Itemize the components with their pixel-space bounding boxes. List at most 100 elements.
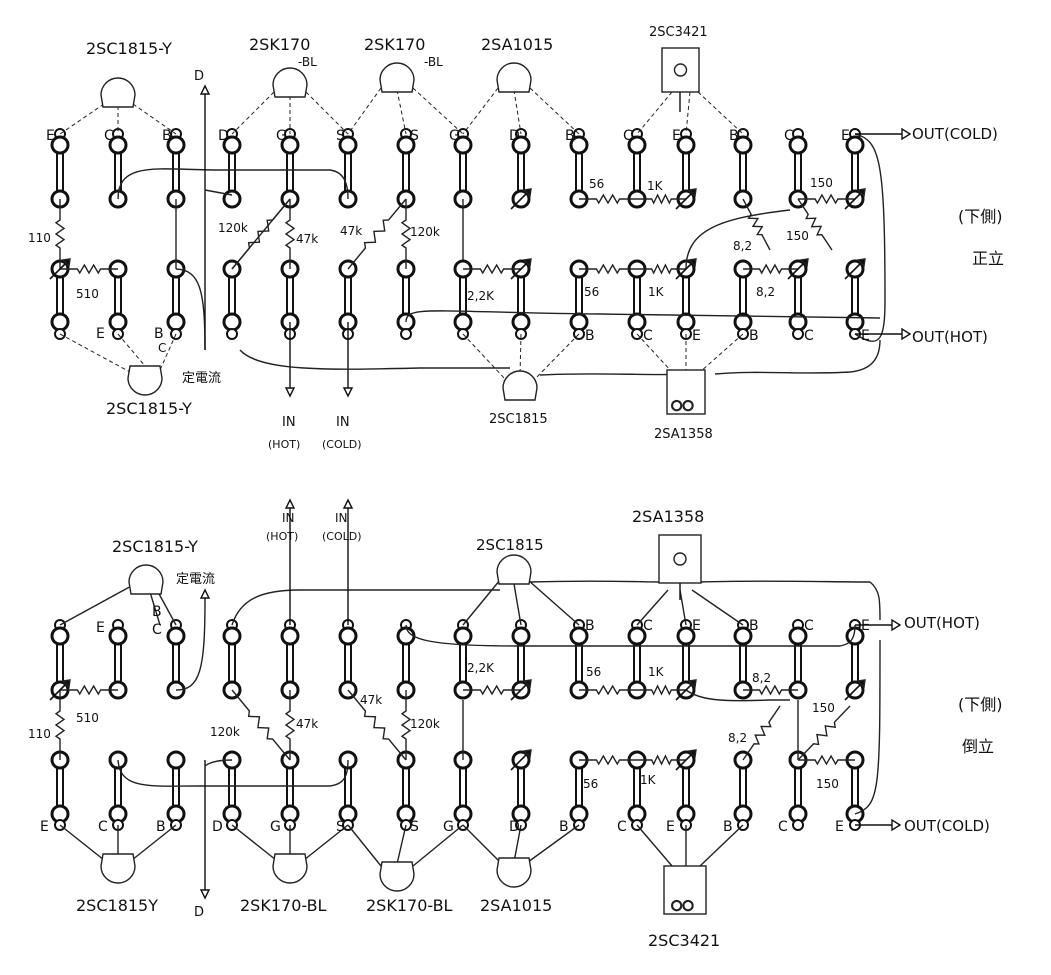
resistors [49,188,866,771]
transistor-lead [59,333,177,373]
pin-label: C [617,819,627,835]
terminal-eyelet [280,626,300,646]
bottom-q8-label: 2SC3421 [648,931,720,950]
bottom-in-cold-sub: (COLD) [322,530,362,543]
pin-label: E [666,819,675,835]
resistor [798,193,855,205]
bottom-q5-label: 2SK170-BL [240,896,327,915]
wire [539,339,881,376]
terminal-eyelet [511,626,531,646]
resistor [54,199,66,269]
pin-label: C [152,622,162,638]
adjust-arrowhead [522,679,532,689]
terminal-eyelet [627,626,647,646]
pin-label: B [162,128,172,144]
resistor-label: 47k [360,693,382,707]
to92-body [496,554,532,585]
resistor-label: 110 [28,231,51,245]
bottom-in-cold-label: IN [335,511,348,525]
resistor-label: 8,2 [752,671,771,685]
bottom-out-hot-label: OUT(HOT) [904,614,980,632]
resistor-label: 150 [786,229,809,243]
pin-label: S [410,128,419,144]
terminal-eyelet [453,626,473,646]
top-q4-label: 2SA1015 [481,35,553,54]
pin-label: E [96,620,105,636]
pin-label: E [835,819,844,835]
wire [462,824,580,863]
resistor-label: 510 [76,287,99,301]
pin-label: E [861,328,870,344]
wire [636,824,744,867]
wire [685,689,790,702]
wire [204,189,233,196]
terminal-eyelet [222,626,242,646]
terminal-eyelet [226,328,238,340]
terminal-eyelet [108,626,128,646]
resistor-label: 1K [648,665,665,679]
pin-label: C [158,341,166,355]
terminal-eyelet [108,135,128,155]
bottom-in-hot-sub: (HOT) [266,530,298,543]
transistor-leads [59,87,744,381]
output-arrowhead [901,127,912,141]
wire [462,579,580,626]
resistor [637,263,686,275]
pin-label: E [96,326,105,342]
bottom-side-label: (下側) [958,695,1003,714]
to126-hole [673,63,688,77]
pin-label: C [104,128,114,144]
pin-label: E [841,128,850,144]
pin-label: B [749,328,759,344]
transistor-bodies: ○○○○ [100,47,707,915]
terminal-eyelet [676,626,696,646]
signal-arrowhead [342,498,354,509]
terminal-eyelet [676,135,696,155]
pin-label: G [270,819,281,835]
wire [59,583,177,626]
terminal-eyelet [733,135,753,155]
pin-label: B [723,819,733,835]
terminal-eyelet [453,135,473,155]
resistor [579,754,637,766]
bottom-q2-label: 2SC1815 [476,536,544,554]
resistor-label: 8,2 [733,239,752,253]
bottom-orientation-label: 倒立 [962,737,994,756]
signal-arrowhead [284,387,296,398]
terminal-eyelet [222,135,242,155]
resistor-label: 56 [584,285,599,299]
wire [231,589,500,626]
signal-arrowhead [342,387,354,398]
resistor [742,198,771,251]
wire [854,133,886,342]
wire [117,759,349,787]
terminal-eyelet [788,135,808,155]
terminal-eyelet [845,135,865,155]
terminal-eyelet [792,819,804,831]
bottom-d-label: D [194,905,204,920]
top-cc-label: 定電流 [182,371,221,386]
pin-label: B [585,328,595,344]
pin-label: B [152,604,162,620]
bottom-diagram-labels: 2SC1815-Y 2SC1815 2SA1358 2SC1815Y 2SK17… [76,507,1003,950]
top-side-label: (下側) [958,207,1003,226]
top-q5-label: 2SC3421 [649,25,708,40]
terminal-eyelet [733,626,753,646]
terminal-eyelet [50,626,70,646]
transistor-lead [462,87,580,135]
bottom-cc-label: 定電流 [176,572,215,587]
adjust-arrowhead [61,679,71,689]
signal-arrowhead [284,498,296,509]
top-in-cold-label: IN [336,415,350,430]
pin-label: C [804,618,814,634]
wire [685,209,791,270]
pin-label: D [509,819,520,835]
resistor [284,199,296,269]
bottom-q7-label: 2SA1015 [480,896,552,915]
resistor-label: 2,2K [467,661,495,675]
terminal-eyelet [50,135,70,155]
wire [204,759,233,767]
to126-hole [673,552,687,566]
terminal-eyelet [50,312,70,332]
